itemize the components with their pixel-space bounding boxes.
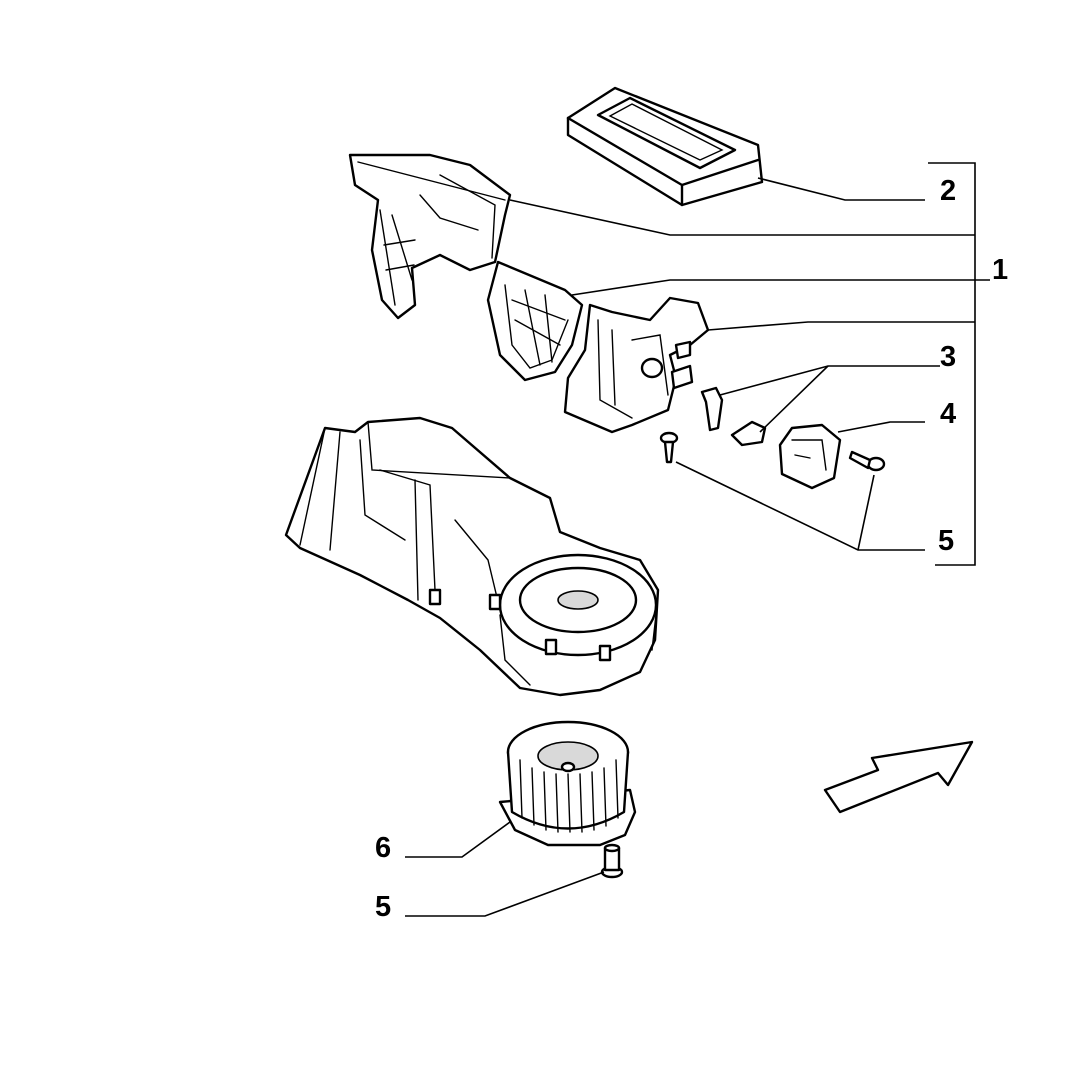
air-filter-part (566, 86, 764, 207)
flap-housing-part (563, 296, 710, 434)
callout-6: 6 (375, 832, 392, 864)
flap-frame-part (486, 260, 584, 382)
callout-2: 2 (940, 175, 957, 207)
callout-4: 4 (940, 398, 957, 430)
callout-3: 3 (940, 341, 957, 373)
actuator-motor-part (778, 423, 842, 490)
leader-lines (405, 162, 990, 917)
direction-arrow-icon (823, 740, 974, 814)
callout-5-upper: 5 (938, 525, 955, 557)
upper-duct-housing-part (348, 153, 512, 320)
blower-housing-part (284, 416, 660, 697)
actuator-pin-part (700, 386, 767, 447)
callout-5-lower: 5 (375, 891, 392, 923)
blower-fan-part (498, 720, 637, 847)
callout-1: 1 (992, 254, 1009, 286)
